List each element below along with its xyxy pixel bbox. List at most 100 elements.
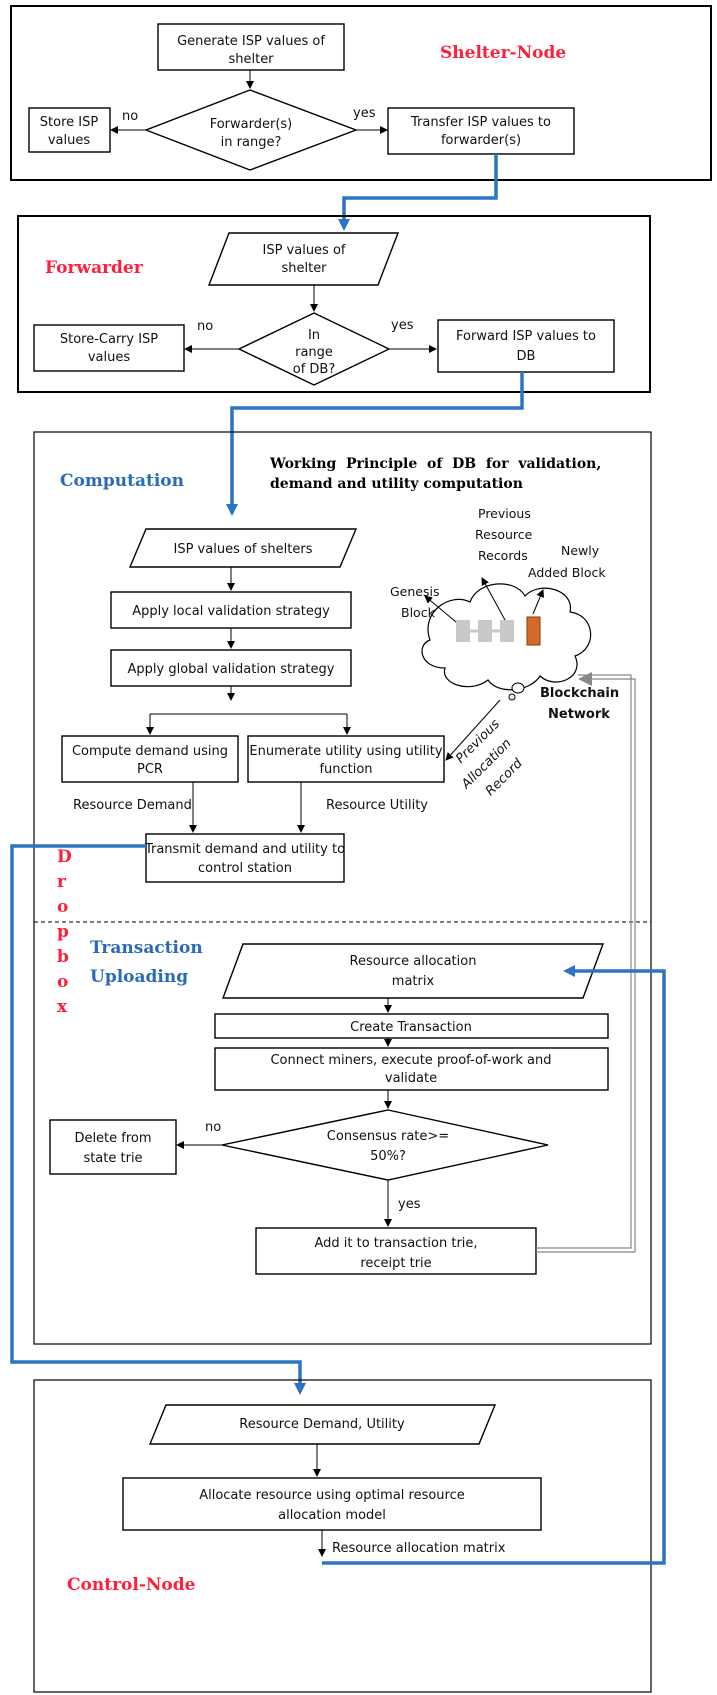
local-validation-box: Apply local validation strategy [110,591,352,629]
db-heading-line1: Working Principle of DB for validation, [269,456,601,472]
forwarder-isp-input: ISP values of shelter [207,232,400,286]
resource-demand-label: Resource Demand [73,798,192,813]
previous-allocation-record-label: Previous Allocation Record [453,717,526,800]
svg-text:Genesis: Genesis [390,584,440,599]
svg-text:of DB?: of DB? [293,362,336,377]
db-panel: Computation Working Principle of DB for … [33,431,652,1345]
svg-text:forwarder(s): forwarder(s) [441,133,521,148]
control-node-panel: Resource Demand, Utility Allocate resour… [33,1379,652,1693]
svg-text:Forward ISP values to: Forward ISP values to [456,329,596,344]
svg-text:b: b [57,947,69,967]
svg-text:50%?: 50%? [370,1149,406,1164]
allocation-matrix-input: Resource allocation matrix [221,943,605,999]
svg-text:receipt trie: receipt trie [360,1256,431,1271]
shelter-no-label: no [122,109,138,124]
svg-text:shelter: shelter [281,261,327,276]
transaction-title-1: Transaction [90,938,203,958]
feedback-to-blockchain-line [536,674,632,1249]
forwarder-panel: Forwarder ISP values of shelter In range… [17,215,651,393]
svg-text:Apply local validation strateg: Apply local validation strategy [132,604,330,619]
svg-text:Previous: Previous [478,506,531,521]
svg-text:Allocate resource using optima: Allocate resource using optimal resource [199,1488,465,1503]
svg-text:control station: control station [198,861,292,876]
svg-text:values: values [88,350,131,365]
connect-miners-box: Connect miners, execute proof-of-work an… [214,1047,609,1091]
shelter-node-panel: Shelter-Node Generate ISP values of shel… [10,5,712,181]
svg-text:Add it to transaction trie,: Add it to transaction trie, [314,1236,477,1251]
store-isp-box: Store ISP values [28,107,111,153]
db-heading-line2: demand and utility computation [270,476,523,492]
svg-text:Added Block: Added Block [528,565,606,580]
svg-text:matrix: matrix [392,974,435,989]
resource-utility-label: Resource Utility [326,798,428,813]
svg-text:Resource allocation: Resource allocation [350,954,477,969]
computation-title: Computation [60,471,184,491]
previous-block-icon [478,620,492,642]
svg-text:x: x [57,997,68,1017]
previous-block-icon-2 [500,620,514,642]
shelter-yes-label: yes [353,106,376,121]
resource-demand-utility-input: Resource Demand, Utility [148,1404,497,1445]
enumerate-utility-box: Enumerate utility using utility function [247,735,445,783]
blockchain-network-cloud [421,583,592,701]
in-range-of-db-decision: In range of DB? [237,312,391,386]
delete-state-trie-box: Delete from state trie [49,1119,177,1175]
svg-text:in range?: in range? [221,135,282,150]
genesis-block-icon [456,620,470,642]
svg-text:Connect miners, execute proof-: Connect miners, execute proof-of-work an… [270,1053,551,1068]
svg-text:Consensus rate>=: Consensus rate>= [327,1129,449,1144]
svg-text:Records: Records [478,548,528,563]
svg-text:range: range [295,345,333,360]
allocate-resource-box: Allocate resource using optimal resource… [122,1477,542,1531]
svg-text:Delete from: Delete from [74,1131,151,1146]
shelter-to-forwarder-connector [338,154,498,231]
forwarder-in-range-decision: Forwarder(s) in range? [144,89,358,171]
compute-demand-box: Compute demand using PCR [61,735,239,783]
global-validation-box: Apply global validation strategy [110,649,352,687]
svg-text:ISP values of shelters: ISP values of shelters [174,542,313,557]
svg-text:o: o [57,897,68,917]
svg-text:Transmit demand and utility to: Transmit demand and utility to [144,842,345,857]
svg-text:Block: Block [401,605,436,620]
svg-text:o: o [57,972,68,992]
consensus-no-label: no [205,1120,221,1135]
forwarder-to-db-connector [226,372,524,516]
svg-text:DB: DB [517,349,536,364]
control-node-title: Control-Node [67,1575,196,1595]
add-transaction-trie-box: Add it to transaction trie, receipt trie [255,1227,537,1275]
svg-text:In: In [308,328,320,343]
svg-text:Generate ISP values of: Generate ISP values of [177,34,325,49]
svg-text:Create Transaction: Create Transaction [350,1020,472,1035]
svg-text:Forwarder(s): Forwarder(s) [210,117,293,132]
svg-text:allocation model: allocation model [278,1508,386,1523]
svg-text:Transfer ISP values to: Transfer ISP values to [410,115,551,130]
store-carry-box: Store-Carry ISP values [33,324,185,372]
forwarder-yes-label: yes [391,318,414,333]
svg-text:PCR: PCR [137,762,163,777]
new-block-icon [526,616,541,646]
svg-text:state trie: state trie [83,1151,142,1166]
svg-text:D: D [57,847,72,867]
svg-text:p: p [57,922,69,942]
transfer-isp-box: Transfer ISP values to forwarder(s) [387,107,575,155]
svg-text:r: r [57,872,67,892]
consensus-decision: Consensus rate>= 50%? [221,1109,549,1181]
control-to-matrix-connector [322,965,666,1565]
svg-text:validate: validate [385,1071,437,1086]
dropbox-label: D r o p b o x [57,847,72,1017]
svg-text:shelter: shelter [228,52,274,67]
blockchain-network-label-1: Blockchain [540,686,619,701]
svg-text:Newly: Newly [561,543,600,558]
forwarder-no-label: no [197,319,213,334]
svg-text:Enumerate utility using utilit: Enumerate utility using utility [249,744,443,759]
forward-to-db-box: Forward ISP values to DB [437,319,615,373]
blockchain-network-label-2: Network [548,707,610,722]
svg-text:Store ISP: Store ISP [40,115,99,130]
svg-text:Apply global validation strate: Apply global validation strategy [128,662,335,677]
svg-text:Resource Demand, Utility: Resource Demand, Utility [239,1417,405,1432]
isp-shelters-input: ISP values of shelters [128,528,358,568]
transaction-title-2: Uploading [90,967,188,987]
svg-text:Resource: Resource [475,527,533,542]
svg-text:Compute demand using: Compute demand using [72,744,228,759]
